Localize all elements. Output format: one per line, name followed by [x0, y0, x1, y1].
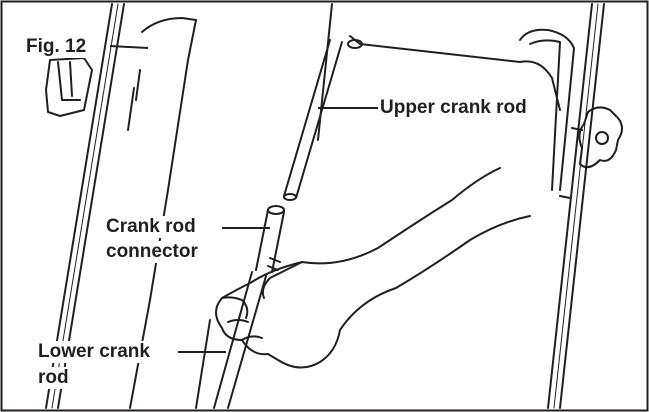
hand-finger-1 — [221, 296, 249, 319]
right-handle-bar — [547, 3, 605, 409]
left-bag-panel — [129, 17, 197, 409]
right-bag-edge — [519, 28, 575, 191]
right-handle-bar-inner — [553, 3, 599, 409]
left-handle-bar-inner — [51, 3, 119, 409]
fig-label-leader — [109, 45, 149, 49]
crank-rod-connector-top — [267, 205, 285, 215]
left-handle-bar — [45, 3, 125, 409]
center-bag-top — [349, 35, 561, 111]
left-bracket — [45, 57, 93, 117]
center-bag-bottom-left — [195, 319, 211, 409]
lower-crank-rod — [213, 271, 267, 409]
right-bag-edge-inner — [529, 39, 561, 191]
hand-thumb — [261, 261, 303, 299]
left-bracket-detail — [57, 61, 81, 101]
callout-crank-rod-connector-line2: connector — [104, 241, 200, 263]
callout-lower-crank-rod-line2: rod — [36, 367, 71, 389]
upper-crank-rod-cap — [347, 39, 363, 49]
right-knob — [578, 106, 623, 169]
hand-finger-2 — [227, 319, 249, 323]
callout-lower-crank-rod-line1: Lower crank — [36, 341, 152, 363]
callout-upper-crank-rod: Upper crank rod — [378, 97, 529, 119]
figure-label: Fig. 12 — [24, 36, 89, 58]
right-knob-hub — [595, 131, 609, 145]
hand-outline — [215, 167, 531, 369]
hand-finger-3 — [241, 335, 263, 341]
right-knob-bolt — [559, 127, 583, 199]
upper-crank-rod — [283, 39, 343, 199]
crank-rod-connector — [255, 209, 285, 273]
left-bag-seam — [127, 69, 141, 131]
upper-crank-rod-end — [283, 193, 297, 201]
callout-crank-rod-connector-line1: Crank rod — [104, 216, 198, 238]
